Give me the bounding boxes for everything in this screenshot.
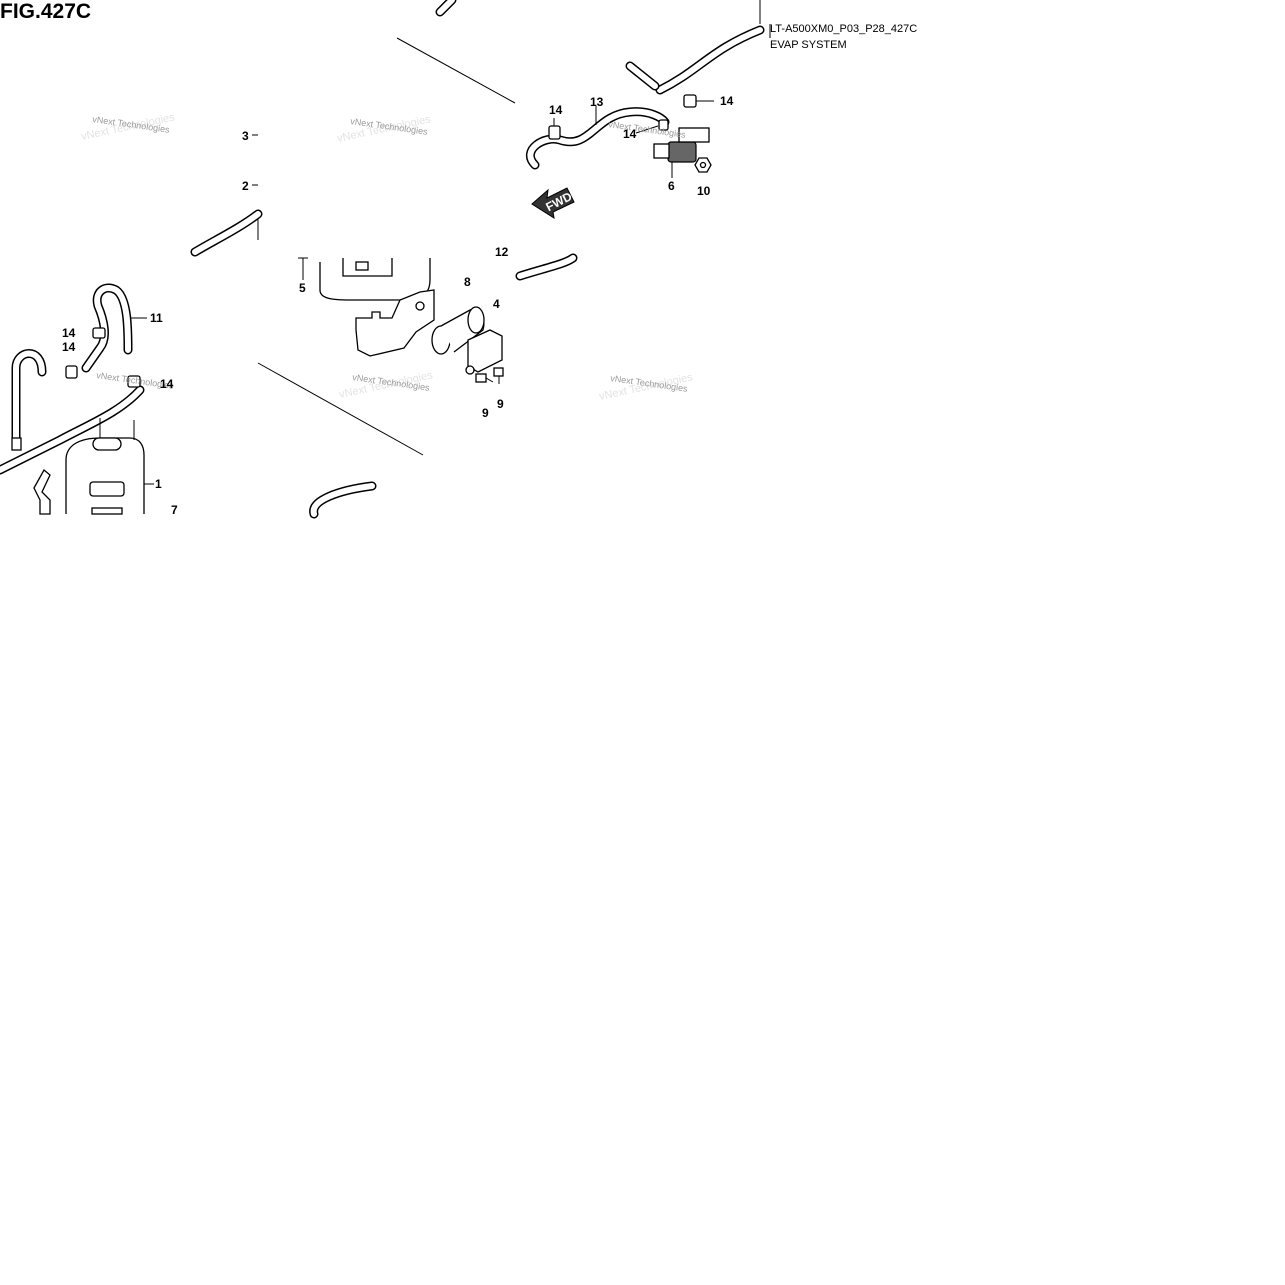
callout-4: 4 [493, 297, 500, 311]
hose-bottom [309, 481, 377, 519]
watermark: vNext Technologies [608, 119, 687, 140]
callout-12: 12 [495, 245, 509, 259]
hose-left-loop [11, 349, 47, 443]
fitting-left [11, 437, 22, 451]
callout-14-left-a: 14 [62, 326, 76, 340]
watermarks: vNext Technologies vNext Technologies vN… [80, 111, 694, 403]
clamp-14-upper-right [683, 94, 714, 108]
callout-1: 1 [155, 477, 162, 491]
callout-3: 3 [242, 129, 249, 143]
bracket-4 [465, 329, 503, 375]
nut-10 [694, 157, 712, 173]
hose-11 [81, 283, 133, 373]
callout-9-left: 9 [482, 406, 489, 420]
clamp-14-left-c [127, 375, 141, 388]
hose-stub-top [435, 0, 457, 17]
callout-9-right: 9 [497, 397, 504, 411]
callout-14-upper-left: 14 [549, 103, 563, 117]
bolt-9-left [475, 373, 494, 383]
callout-14-upper-right: 14 [720, 94, 734, 108]
callout-14-left-b: 14 [62, 340, 76, 354]
callouts: 1 2 3 4 5 6 7 8 9 9 10 11 12 13 14 14 14… [62, 94, 734, 517]
leader-lines [130, 106, 659, 319]
callout-8: 8 [464, 275, 471, 289]
callout-13: 13 [590, 95, 604, 109]
callout-7: 7 [171, 503, 178, 517]
clamp-14-left-a [92, 327, 106, 339]
figure-title: FIG.427C [0, 0, 91, 23]
bolt-9-right [493, 367, 504, 384]
callout-10: 10 [697, 184, 711, 198]
callout-5: 5 [299, 281, 306, 295]
purge-valve-6 [653, 127, 710, 178]
hose-left-long [190, 209, 263, 257]
canister-cylinder-8 [431, 306, 485, 355]
callout-6: 6 [668, 179, 675, 193]
system-name: EVAP SYSTEM [770, 39, 847, 51]
bracket [355, 289, 435, 357]
drawing-code: LT-A500XM0_P03_P28_427C [770, 23, 917, 35]
callout-2: 2 [242, 179, 249, 193]
callout-14-left-c: 14 [160, 377, 174, 391]
charcoal-canister-1 [65, 418, 154, 515]
hose-upper-right [625, 25, 765, 95]
clamp-14-upper-left [548, 118, 561, 140]
fwd-arrow-icon: FWD [531, 187, 575, 220]
mounting-bracket-7 [33, 468, 51, 515]
callout-14-upper-mid: 14 [623, 127, 637, 141]
clamp-14-left-b [65, 365, 78, 379]
bolt-5 [298, 257, 308, 280]
callout-11: 11 [150, 311, 163, 325]
fuel-tank-lower [319, 258, 431, 301]
hose-13 [525, 107, 670, 170]
clamp-14-upper-mid [658, 119, 669, 131]
hose-12 [515, 253, 578, 281]
